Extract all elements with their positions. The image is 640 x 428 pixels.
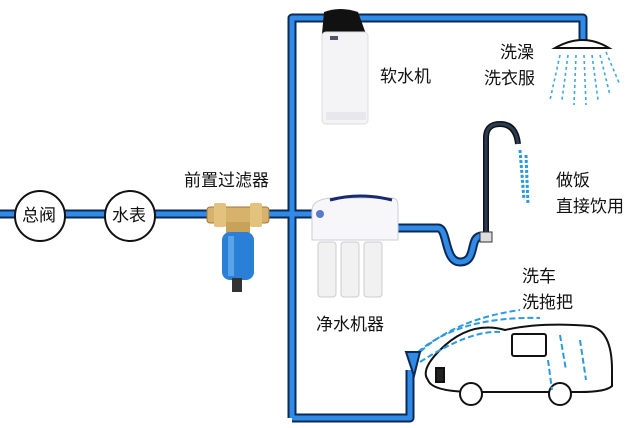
cooking-label-1: 做饭: [556, 171, 590, 191]
water-meter-label: 水表: [112, 206, 146, 226]
water-meter-circle: [104, 190, 156, 242]
pre-filter-label: 前置过滤器: [184, 171, 269, 191]
car-wash-pipe: [292, 370, 415, 423]
faucet-icon: [479, 120, 530, 243]
car-wheel: [548, 382, 572, 406]
car-drawing: [424, 323, 613, 406]
purifier-label: 净水机器: [316, 315, 384, 335]
pre-filter-image: [206, 203, 270, 292]
shower-head-icon: [549, 39, 621, 106]
water-spray: [413, 309, 587, 391]
softener-label: 软水机: [380, 67, 431, 87]
shower-label-2: 洗衣服: [484, 69, 535, 89]
softener-image: [321, 9, 369, 125]
car-wheel: [459, 382, 483, 406]
car-wash-label-1: 洗车: [522, 267, 556, 287]
main-valve-circle: [14, 190, 66, 242]
shower-label-1: 洗澡: [500, 43, 534, 63]
car-window: [511, 333, 547, 357]
cooking-label-2: 直接饮用: [556, 197, 624, 217]
hose-nozzle-icon: [404, 351, 422, 380]
main-valve-label: 总阀: [22, 206, 56, 226]
purifier-image: [311, 194, 399, 298]
car-wash-label-2: 洗拖把: [522, 293, 573, 313]
